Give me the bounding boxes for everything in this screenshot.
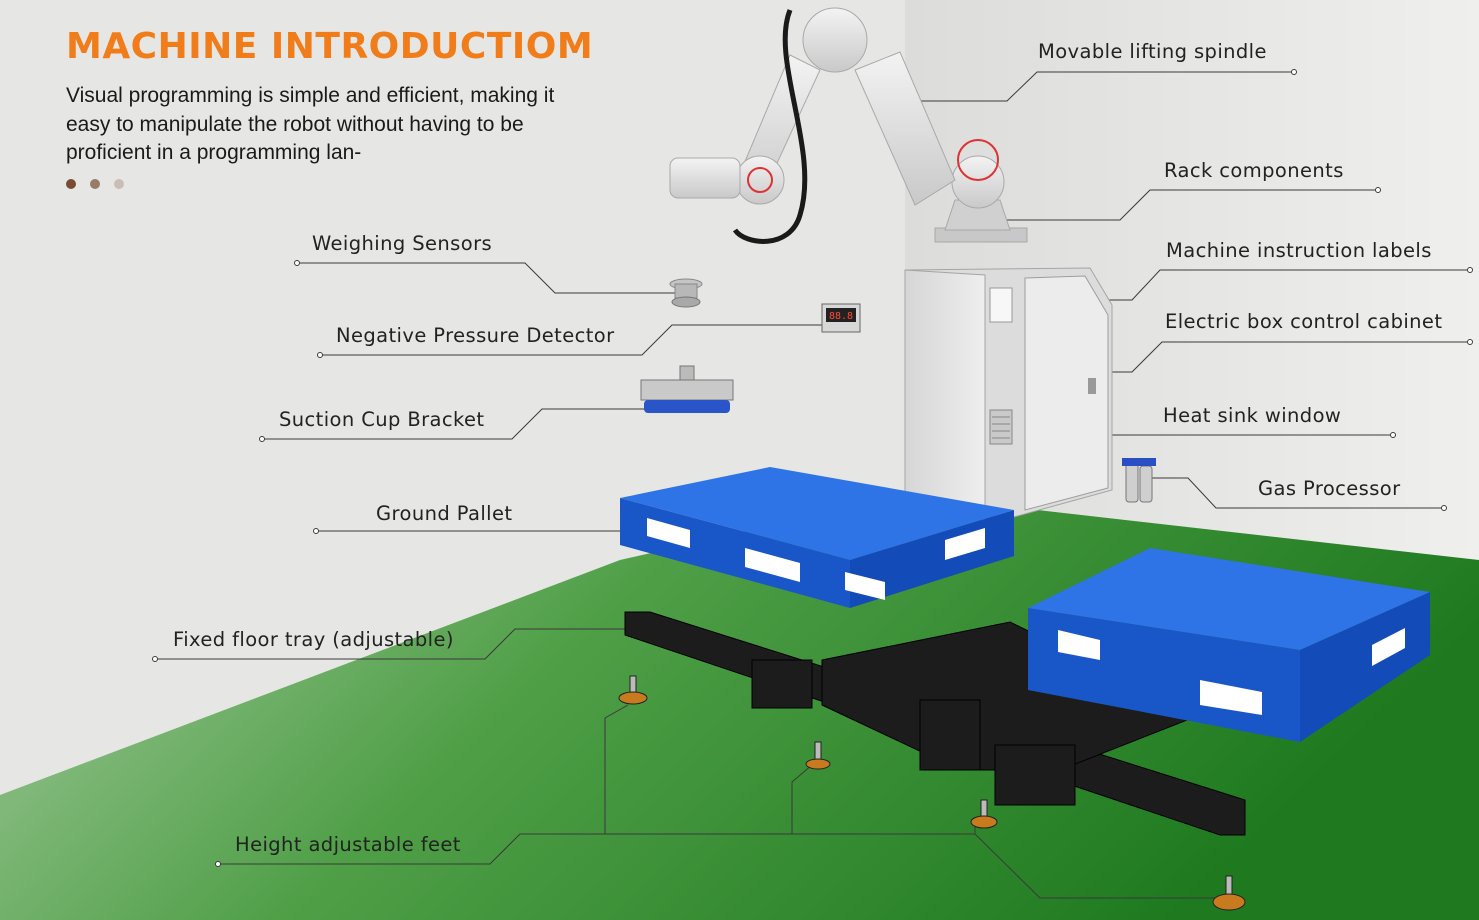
leader-suction-cup <box>262 408 652 440</box>
leader-movable-lifting-spindle <box>875 71 1294 102</box>
robot-arm <box>669 7 1028 244</box>
label-fixed-floor-tray: Fixed floor tray (adjustable) <box>173 628 454 651</box>
foot-1 <box>618 675 648 705</box>
robot-wrist-joint <box>735 155 785 205</box>
ground-pallet-image <box>620 467 1014 608</box>
cabinet-door <box>1024 275 1109 511</box>
leader-lines <box>155 71 1470 899</box>
label-machine-instruction-labels: Machine instruction labels <box>1166 239 1432 262</box>
robot-top-ring <box>957 139 999 181</box>
label-weighing-sensors: Weighing Sensors <box>312 232 493 255</box>
robot-cable <box>732 9 808 244</box>
label-rack-components: Rack components <box>1164 159 1344 182</box>
label-gas-processor: Gas Processor <box>1258 477 1401 500</box>
fixed-floor-tray-image <box>624 611 1246 836</box>
leader-gas-processor <box>1150 477 1444 509</box>
carousel-dot-2[interactable] <box>90 179 100 189</box>
leader-height-feet <box>218 833 1235 899</box>
label-heat-sink-window: Heat sink window <box>1163 404 1342 427</box>
carousel-dots <box>66 179 124 189</box>
robot-elbow-joint <box>802 7 868 73</box>
foot-2 <box>805 741 831 770</box>
foot-4 <box>1212 875 1246 911</box>
foot-3 <box>970 799 998 829</box>
cabinet-front <box>904 269 986 521</box>
leader-fixed-floor-tray <box>155 628 628 660</box>
control-cabinet <box>904 267 1113 521</box>
page-title: MACHINE INTRODUCTIOM <box>66 26 594 67</box>
label-movable-lifting-spindle: Movable lifting spindle <box>1038 40 1267 63</box>
leader-foot-2 <box>791 764 813 834</box>
weighing-sensor-image <box>669 278 703 308</box>
label-ground-pallet: Ground Pallet <box>376 502 513 525</box>
robot-shoulder-joint <box>951 155 1005 209</box>
door-handle <box>1088 378 1096 394</box>
label-electric-box-control-cabinet: Electric box control cabinet <box>1165 310 1443 333</box>
label-suction-cup-bracket: Suction Cup Bracket <box>279 408 485 431</box>
carousel-dot-3[interactable] <box>114 179 124 189</box>
carousel-dot-1[interactable] <box>66 179 76 189</box>
leader-weighing-sensors <box>297 262 685 294</box>
height-adjustable-feet <box>618 675 1246 911</box>
gas-processor-image <box>1122 458 1156 503</box>
leader-rack-components <box>990 189 1378 221</box>
instruction-label <box>989 287 1013 323</box>
heat-sink-window <box>989 409 1013 445</box>
robot-red-ring <box>747 167 773 193</box>
leader-negative-pressure <box>320 324 825 356</box>
intro-text: Visual programming is simple and efficie… <box>66 84 555 164</box>
robot-wrist-head <box>669 157 741 199</box>
suction-cup-bracket-image <box>640 365 734 413</box>
detector-display-text: 88.8 <box>829 311 853 322</box>
leader-foot-1 <box>604 704 629 834</box>
floor-pallet-image <box>1028 548 1430 742</box>
label-height-adjustable-feet: Height adjustable feet <box>235 833 461 856</box>
label-negative-pressure-detector: Negative Pressure Detector <box>336 324 615 347</box>
negative-pressure-detector-image: 88.8 <box>821 303 861 333</box>
robot-lower-link <box>854 51 956 206</box>
